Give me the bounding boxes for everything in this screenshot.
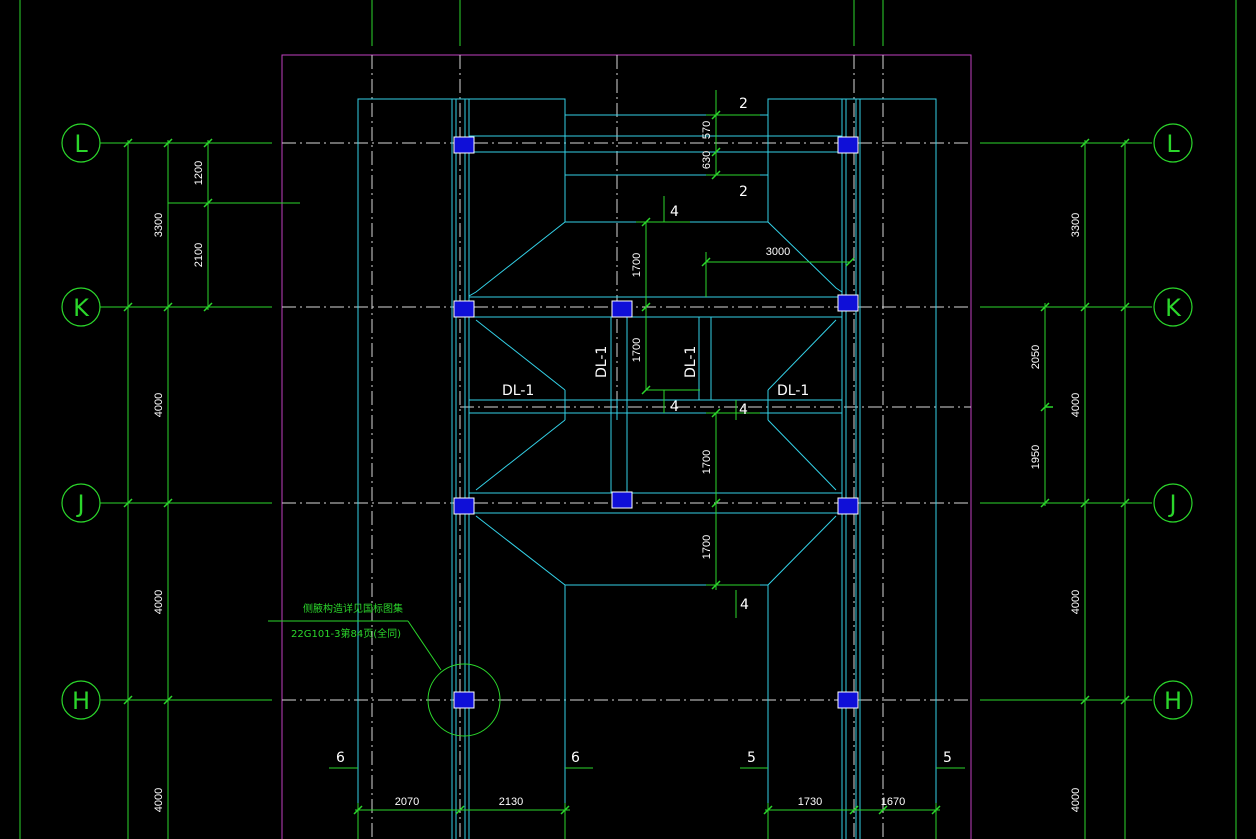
axis-label-K-right: K — [1165, 294, 1182, 322]
column-K-mid — [611, 300, 633, 318]
dim-right-outer-4: 4000 — [1070, 788, 1082, 812]
dim-bottom-4: 1670 — [881, 796, 905, 808]
dim-left-outer-2: 4000 — [153, 393, 165, 417]
dim-left-inner-1: 1200 — [193, 161, 205, 185]
beam-label-dl1-right: DL-1 — [777, 383, 809, 399]
axis-bubbles — [61, 123, 1193, 720]
dimension-text: 3300 4000 4000 4000 1200 2100 3300 4000 … — [153, 121, 1082, 812]
dim-top-small-1: 570 — [701, 121, 713, 139]
dim-bottom-1: 2070 — [395, 796, 419, 808]
dim-beam-span: 3000 — [766, 246, 790, 258]
column-K-right — [837, 294, 859, 312]
axis-label-K-left: K — [73, 294, 90, 322]
dimension-ticks — [123, 138, 1130, 705]
section-mark-4-lower: 4 — [740, 597, 749, 613]
axis-label-H-right: H — [1164, 687, 1182, 715]
column-K-left — [453, 300, 475, 318]
detail-circle — [427, 663, 501, 737]
dimension-small-ticks — [353, 110, 941, 815]
section-mark-5-right: 5 — [943, 750, 952, 766]
foundation-outline — [357, 98, 937, 839]
section-mark-2-bottom: 2 — [739, 184, 748, 200]
section-mark-4-mid-right: 4 — [739, 402, 748, 418]
note-line-1: 侧腋构造详见国标图集 — [303, 602, 403, 615]
axis-label-H-left: H — [72, 687, 90, 715]
axis-label-L-left: L — [74, 130, 88, 158]
beam-label-dl1-vertical-1: DL-1 — [594, 346, 610, 378]
columns — [453, 136, 859, 709]
dim-mid-vertical-3: 1700 — [701, 450, 713, 474]
dim-mid-vertical-1: 1700 — [631, 253, 643, 277]
axis-label-J-left: J — [75, 490, 84, 518]
beam-label-dl1-left: DL-1 — [502, 383, 534, 399]
axis-label-J-right: J — [1167, 490, 1176, 518]
dim-right-inner-2: 1950 — [1030, 445, 1042, 469]
magenta-boundary — [281, 54, 972, 839]
beam-label-dl1-vertical-2: DL-1 — [683, 346, 699, 378]
section-mark-2-top: 2 — [739, 96, 748, 112]
dim-left-outer-1: 3300 — [153, 213, 165, 237]
dim-right-outer-3: 4000 — [1070, 590, 1082, 614]
haunch-note: 侧腋构造详见国标图集 22G101-3第84页(全同) — [291, 602, 403, 640]
column-J-right — [837, 497, 859, 515]
note-line-2: 22G101-3第84页(全同) — [291, 627, 401, 640]
beam-labels: DL-1 DL-1 DL-1 DL-1 — [502, 346, 809, 399]
dim-right-outer-1: 3300 — [1070, 213, 1082, 237]
section-mark-4-mid-left: 4 — [670, 399, 679, 415]
dim-top-small-2: 630 — [701, 151, 713, 169]
dim-right-outer-2: 4000 — [1070, 393, 1082, 417]
section-mark-6-left: 6 — [336, 750, 345, 766]
vertical-axis-lines — [19, 0, 1237, 839]
column-H-left — [453, 691, 475, 709]
column-L-left — [453, 136, 475, 154]
column-L-right — [837, 136, 859, 154]
dim-bottom-3: 1730 — [798, 796, 822, 808]
axis-label-L-right: L — [1166, 130, 1180, 158]
dim-left-outer-4: 4000 — [153, 788, 165, 812]
section-marks: 2 2 4 4 4 4 6 6 5 5 — [336, 96, 952, 766]
dim-left-inner-2: 2100 — [193, 243, 205, 267]
column-J-left — [453, 497, 475, 515]
dim-left-outer-3: 4000 — [153, 590, 165, 614]
column-H-right — [837, 691, 859, 709]
dim-bottom-2: 2130 — [499, 796, 523, 808]
middle-dimension-lines — [268, 90, 965, 839]
column-J-mid — [611, 491, 633, 509]
dim-mid-vertical-4: 1700 — [701, 535, 713, 559]
axis-labels: L L K K J J H H — [72, 130, 1182, 715]
dim-right-inner-1: 2050 — [1030, 345, 1042, 369]
section-mark-5-left: 5 — [747, 750, 756, 766]
section-mark-6-right: 6 — [571, 750, 580, 766]
dim-mid-vertical-2: 1700 — [631, 338, 643, 362]
section-mark-4-upper: 4 — [670, 204, 679, 220]
